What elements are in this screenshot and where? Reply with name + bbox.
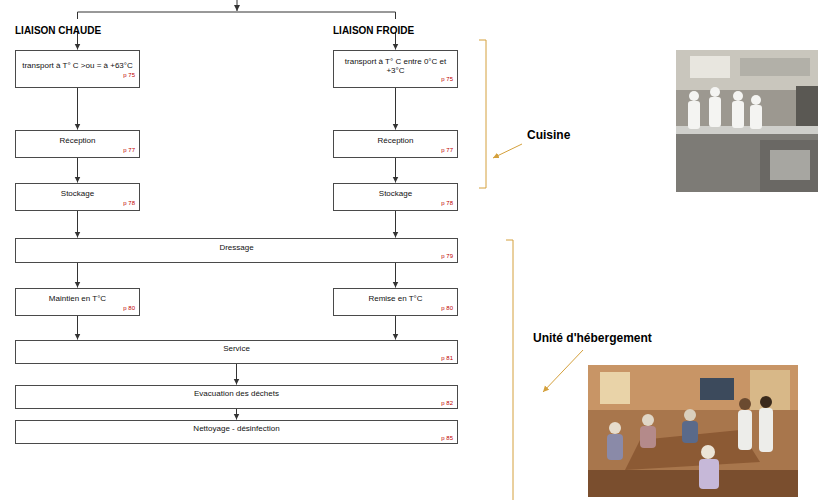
- page-reference: p 85: [441, 435, 453, 441]
- process-box: Dressagep 79: [15, 238, 458, 263]
- flow-arrow: [77, 211, 78, 238]
- process-box: Stockage p 78: [15, 183, 140, 211]
- process-box: Stockage p 78: [333, 183, 458, 211]
- page-reference: p 79: [441, 253, 453, 259]
- flow-arrow: [77, 158, 78, 183]
- zone-label: Cuisine: [527, 128, 570, 142]
- process-box: Nettoyage - désinfection p 85: [15, 420, 458, 444]
- page-reference: p 80: [441, 305, 453, 311]
- page-reference: p 81: [441, 355, 453, 361]
- process-box: Service p 81: [15, 340, 458, 364]
- step-label: transport à T° C >ou = à +63°C: [20, 61, 135, 70]
- page-reference: p 75: [123, 72, 135, 78]
- flow-arrow: [236, 364, 237, 385]
- page-reference: p 77: [123, 147, 135, 153]
- process-box: Réception p 77: [333, 130, 458, 158]
- step-label: Réception: [338, 136, 453, 145]
- page-reference: p 75: [441, 76, 453, 82]
- flow-arrow: [77, 88, 78, 130]
- step-label: transport à T° C entre 0°C et +3°C: [338, 57, 453, 75]
- step-label: Stockage: [20, 189, 135, 198]
- step-label: Maintien en T°C: [20, 294, 135, 303]
- flow-arrow: [395, 316, 396, 340]
- flow-arrow: [395, 158, 396, 183]
- step-label: Remise en T°C: [338, 294, 453, 303]
- section-heading: LIAISON CHAUDE: [15, 20, 140, 32]
- kitchen-photo: [676, 50, 818, 192]
- flow-arrow: [395, 88, 396, 130]
- process-box: transport à T° C entre 0°C et +3°Cp 75: [333, 50, 458, 88]
- step-label: Dressage: [20, 243, 453, 252]
- page-reference: p 78: [123, 200, 135, 206]
- step-label: LIAISON CHAUDE: [15, 25, 101, 36]
- zone-label: Unité d'hébergement: [533, 331, 652, 345]
- process-box: transport à T° C >ou = à +63°C p 75: [15, 50, 140, 88]
- flow-arrow: [236, 409, 237, 420]
- page-reference: p 78: [441, 200, 453, 206]
- flow-arrow: [395, 263, 396, 288]
- split-line: [78, 0, 396, 19]
- section-heading: LIAISON FROIDE: [333, 20, 458, 32]
- step-label: Nettoyage - désinfection: [20, 424, 453, 433]
- step-label: Réception: [20, 136, 135, 145]
- page-reference: p 82: [441, 400, 453, 406]
- process-box: Réception p 77: [15, 130, 140, 158]
- process-box: Remise en T°C p 80: [333, 288, 458, 316]
- step-label: LIAISON FROIDE: [333, 25, 414, 36]
- residents-photo: [588, 365, 798, 497]
- process-box: Maintien en T°C p 80: [15, 288, 140, 316]
- step-label: Stockage: [338, 189, 453, 198]
- page-reference: p 77: [441, 147, 453, 153]
- process-box: Evacuation des déchets p 82: [15, 385, 458, 409]
- flow-arrow: [395, 211, 396, 238]
- flow-arrow: [77, 263, 78, 288]
- bracket: [479, 40, 583, 500]
- step-label: Evacuation des déchets: [20, 389, 453, 398]
- page-reference: p 80: [123, 305, 135, 311]
- step-label: Service: [20, 344, 453, 353]
- flow-arrow: [77, 316, 78, 340]
